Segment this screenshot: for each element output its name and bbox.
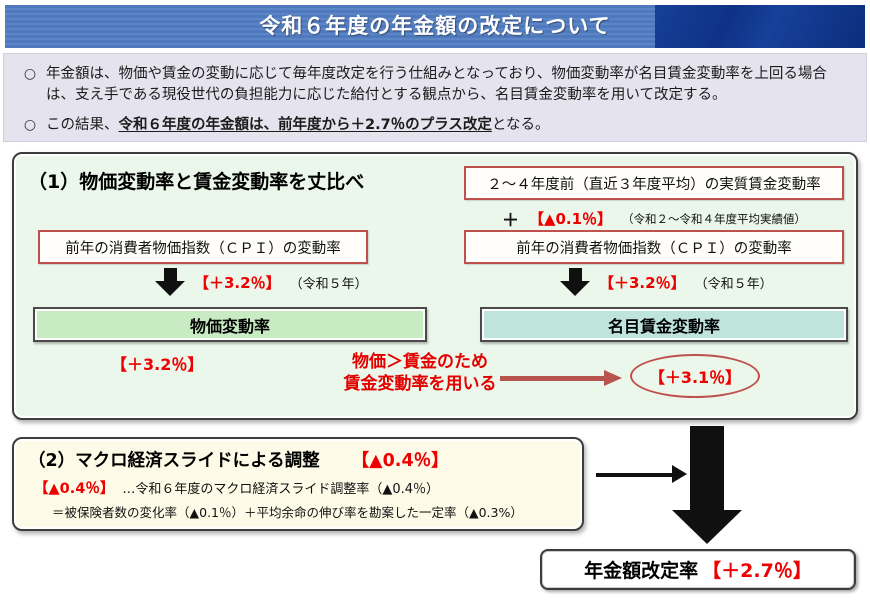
section2-heading-row: （2）マクロ経済スライドによる調整 【▲0.4％】	[28, 447, 570, 472]
section2-formula-text: ＝被保険者数の変化率（▲0.1％）＋平均余命の伸び率を勘案した一定率（▲0.3%…	[52, 505, 523, 520]
section2-panel: （2）マクロ経済スライドによる調整 【▲0.4％】 【▲0.4％】 …令和６年度…	[12, 437, 584, 531]
intro-bullet-1: ○ 年金額は、物価や賃金の変動に応じて毎年度改定を行う仕組みとなっており、物価変…	[14, 64, 852, 106]
intro-bullet-2-text: この結果、令和６年度の年金額は、前年度から＋2.7％のプラス改定となる。	[46, 115, 549, 136]
header-banner: 令和６年度の年金額の改定について	[5, 5, 865, 48]
pension-revision-result-box: 年金額改定率 【＋2.7％】	[540, 549, 856, 590]
nominal-wage-change-rate-bar: 名目賃金変動率	[480, 307, 848, 342]
left-arrow-value: 【＋3.2％】	[194, 273, 281, 292]
section2-heading: （2）マクロ経済スライドによる調整	[28, 451, 320, 471]
intro-bullet-2-pre: この結果、	[46, 117, 119, 134]
result-value: 【＋2.7％】	[702, 560, 812, 582]
price-result-value: 【＋3.2％】	[111, 355, 204, 374]
use-wage-note: 物価＞賃金のため 賃金変動率を用いる	[314, 351, 526, 395]
down-arrow-icon	[560, 268, 590, 296]
intro-bullet-2: ○ この結果、令和６年度の年金額は、前年度から＋2.7％のプラス改定となる。	[14, 115, 852, 136]
wage-result-ellipse: 【＋3.1％】	[630, 354, 760, 398]
left-arrow-row: 【＋3.2％】 （令和５年）	[155, 268, 368, 296]
red-right-arrow-icon	[500, 370, 626, 386]
section2-heading-value: 【▲0.4％】	[351, 451, 449, 471]
result-label: 年金額改定率	[584, 560, 699, 582]
intro-bullet-1-text: 年金額は、物価や賃金の変動に応じて毎年度改定を行う仕組みとなっており、物価変動率…	[46, 66, 827, 104]
use-wage-note-line1: 物価＞賃金のため	[352, 352, 488, 372]
right-arrow-icon	[596, 465, 688, 484]
right-cpi-box: 前年の消費者物価指数（ＣＰＩ）の変動率	[464, 230, 844, 264]
section2-detail-line: 【▲0.4％】 …令和６年度のマクロ経済スライド調整率（▲0.4％）	[28, 477, 570, 498]
section1-heading: （1）物価変動率と賃金変動率を丈比べ	[28, 171, 365, 193]
plus-sign: ＋	[501, 211, 519, 231]
bullet-circle-icon: ○	[23, 66, 37, 82]
intro-bullet-2-post: となる。	[491, 117, 550, 134]
section2-detail-value: 【▲0.4％】	[34, 481, 115, 497]
intro-summary-panel: ○ 年金額は、物価や賃金の変動に応じて毎年度改定を行う仕組みとなっており、物価変…	[3, 53, 867, 142]
plus-note: （令和２～令和４年度平均実績値）	[622, 211, 807, 226]
right-arrow-note: （令和５年）	[694, 276, 773, 292]
intro-bullet-2-emphasis: 令和６年度の年金額は、前年度から＋2.7％のプラス改定	[118, 117, 492, 134]
real-wage-change-box: ２～４年度前（直近３年度平均）の実質賃金変動率	[464, 166, 844, 200]
use-wage-note-line2: 賃金変動率を用いる	[343, 374, 497, 395]
section1-panel: （1）物価変動率と賃金変動率を丈比べ ２～４年度前（直近３年度平均）の実質賃金変…	[12, 152, 858, 420]
right-arrow-row: 【＋3.2％】 （令和５年）	[560, 268, 773, 296]
plus-adjustment-line: ＋ 【▲0.1％】 （令和２～令和４年度平均実績値）	[464, 206, 844, 231]
big-down-arrow-icon	[672, 426, 742, 544]
header-navy-background	[655, 5, 865, 48]
right-arrow-value: 【＋3.2％】	[599, 273, 686, 292]
page-title: 令和６年度の年金額の改定について	[259, 14, 611, 38]
left-cpi-box: 前年の消費者物価指数（ＣＰＩ）の変動率	[38, 230, 368, 264]
down-arrow-icon	[155, 268, 185, 296]
plus-value: 【▲0.1％】	[528, 210, 613, 228]
price-change-rate-bar: 物価変動率	[33, 307, 427, 342]
header-stripe-background	[5, 5, 655, 48]
bullet-circle-icon: ○	[23, 117, 37, 134]
left-arrow-note: （令和５年）	[289, 276, 368, 292]
section2-detail-text: …令和６年度のマクロ経済スライド調整率（▲0.4％）	[122, 482, 440, 497]
